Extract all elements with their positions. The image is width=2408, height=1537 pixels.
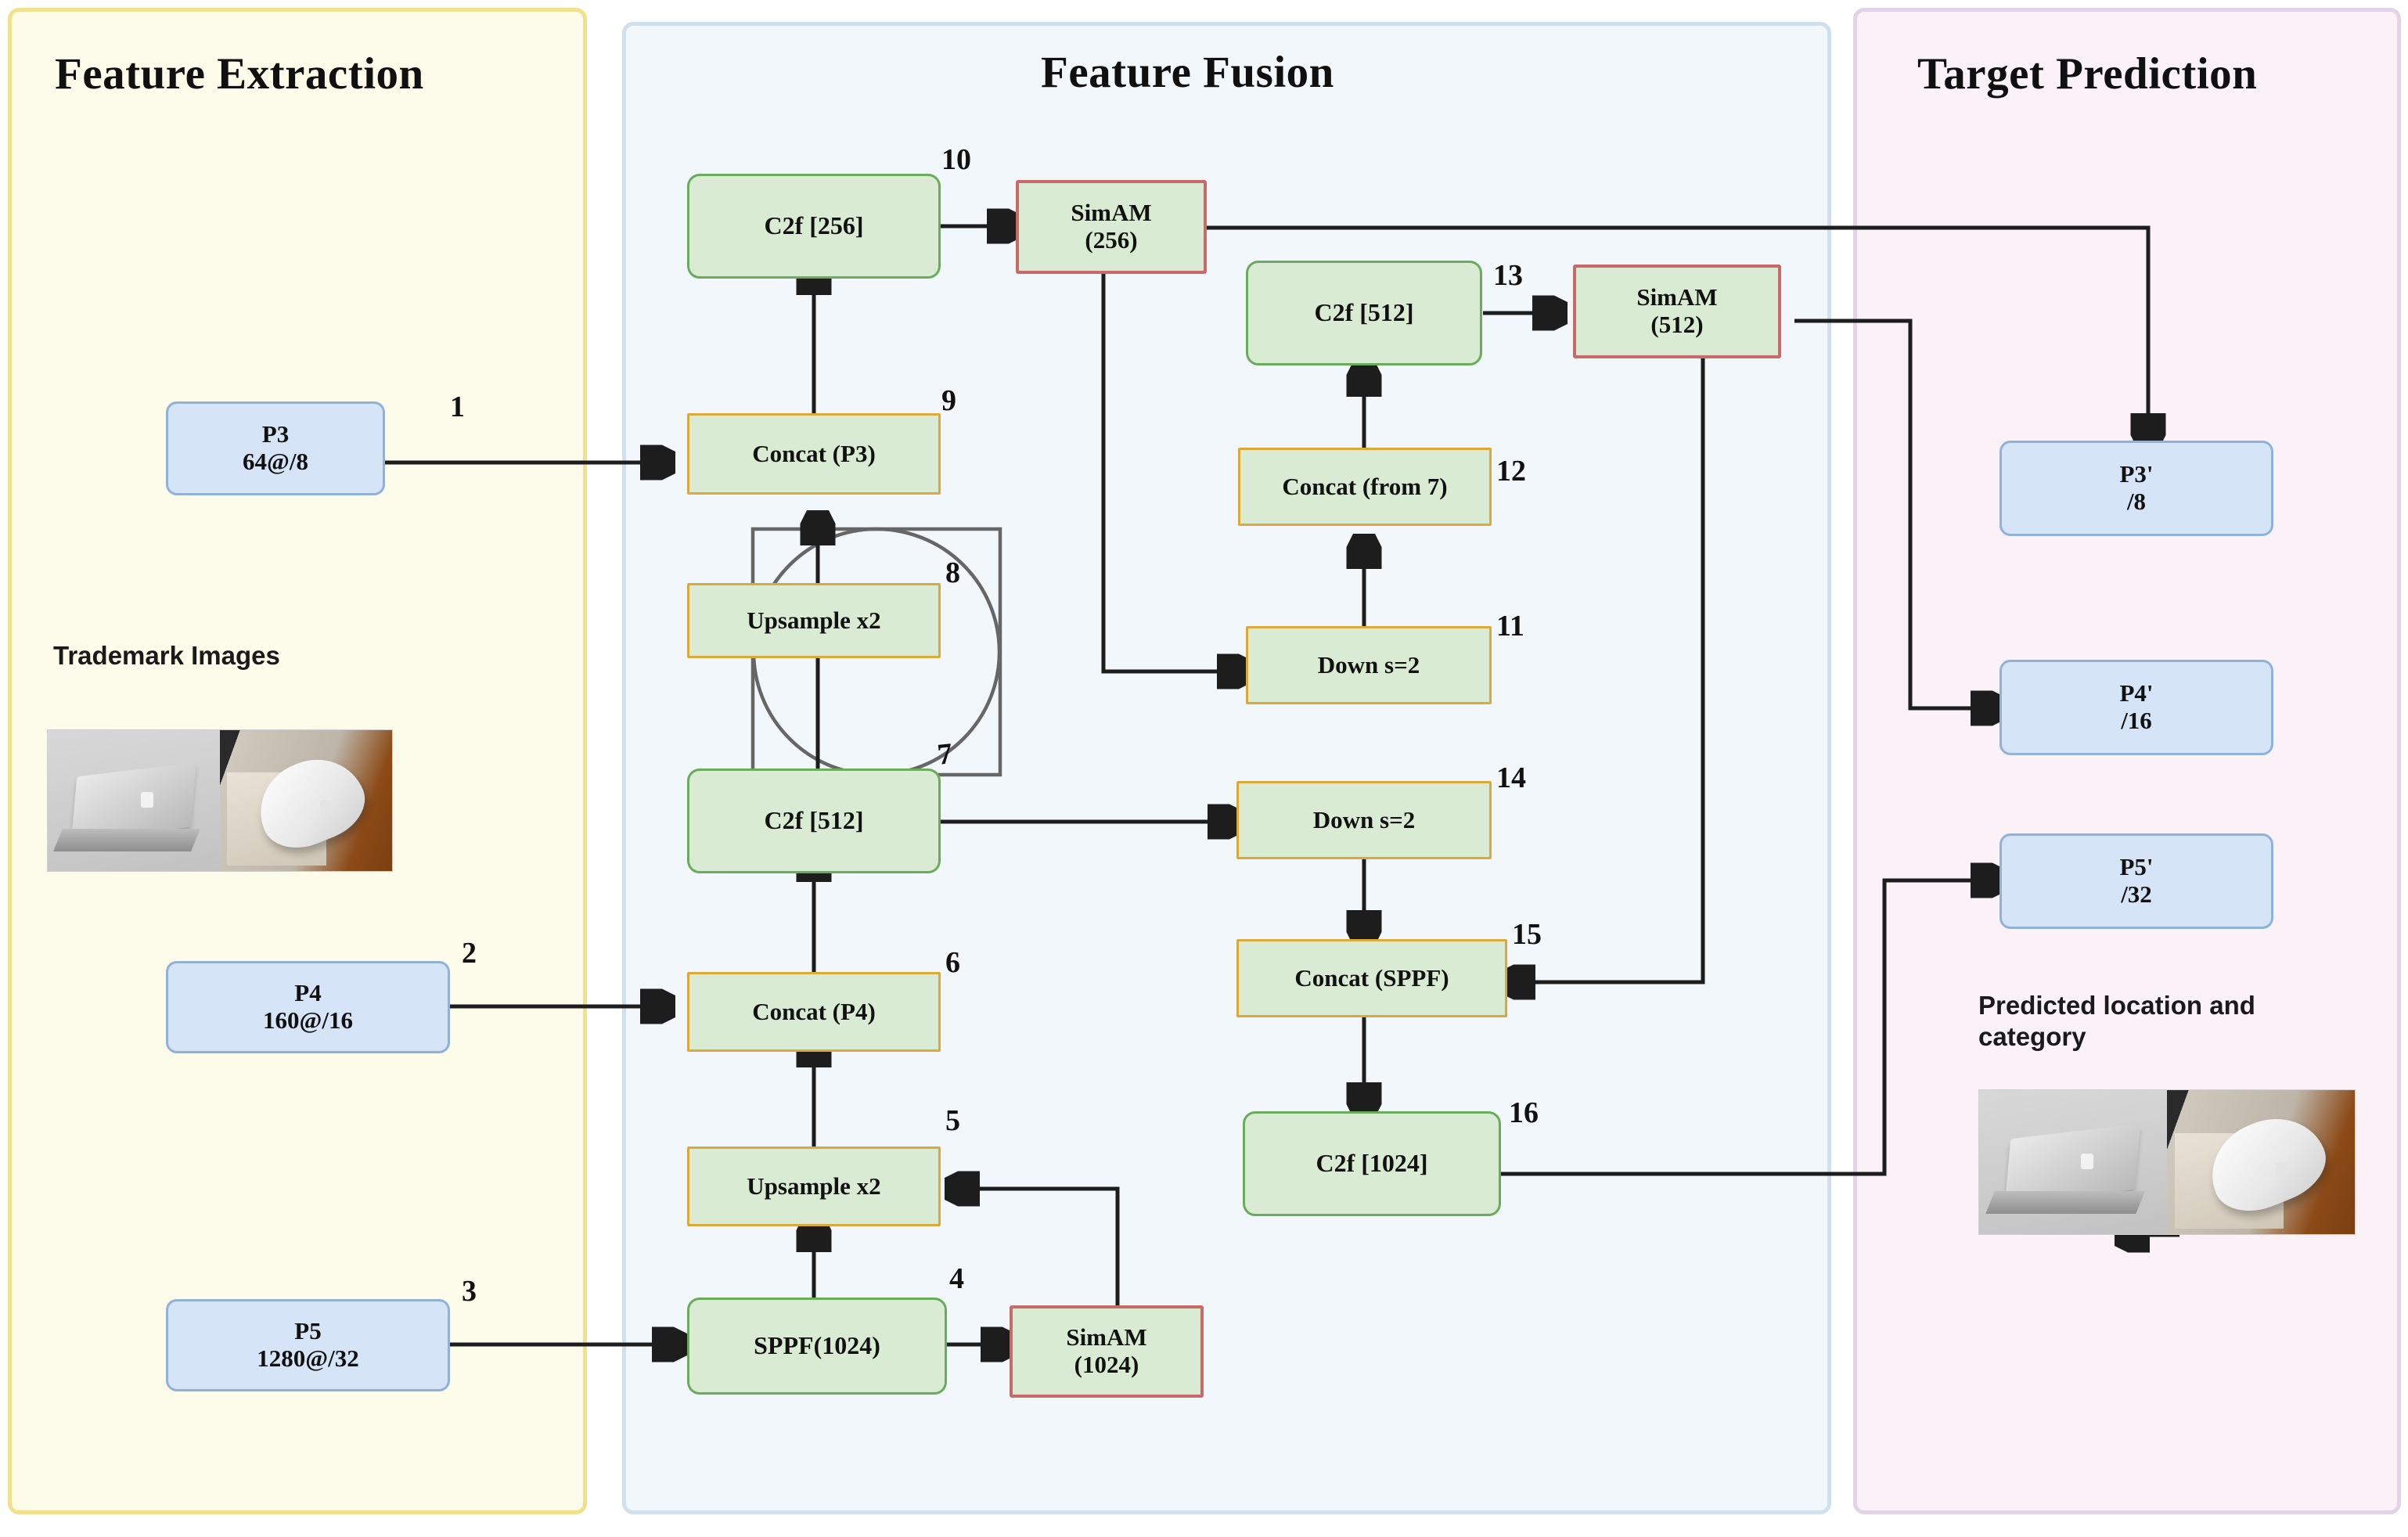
node-concat-p3-label: Concat (P3) bbox=[752, 439, 876, 467]
predicted-image-mouse bbox=[2167, 1090, 2355, 1234]
index-label-3: 3 bbox=[462, 1275, 477, 1308]
node-p4-line2: 160@/16 bbox=[263, 1006, 353, 1034]
node-c2f-256-label: C2f [256] bbox=[764, 211, 864, 240]
index-label-5: 5 bbox=[945, 1104, 960, 1137]
node-concat-from-7-label: Concat (from 7) bbox=[1282, 472, 1448, 500]
index-label-8: 8 bbox=[945, 556, 960, 589]
node-p5-line2: 1280@/32 bbox=[257, 1344, 359, 1372]
node-p4-prime-line1: P4' bbox=[2119, 679, 2154, 707]
node-c2f-512-left-label: C2f [512] bbox=[764, 806, 864, 835]
node-c2f-256[interactable]: C2f [256] bbox=[687, 174, 941, 279]
node-upsample-top[interactable]: Upsample x2 bbox=[687, 583, 941, 658]
node-p3-prime-line2: /8 bbox=[2126, 488, 2147, 515]
node-p5-prime-line1: P5' bbox=[2119, 853, 2154, 881]
node-simam-256-line1: SimAM bbox=[1071, 199, 1152, 227]
node-simam-1024[interactable]: SimAM (1024) bbox=[1010, 1305, 1204, 1398]
wire-simam256-to-down11 bbox=[1101, 270, 1246, 671]
wire-loop-rect bbox=[750, 527, 1002, 777]
panel-target-prediction bbox=[1853, 8, 2401, 1514]
node-c2f-512-right-label: C2f [512] bbox=[1314, 298, 1414, 327]
index-label-2: 2 bbox=[462, 937, 477, 970]
caption-predicted-location-and-category: Predicted location and category bbox=[1978, 991, 2255, 1052]
node-p3-prime-line1: P3' bbox=[2119, 460, 2154, 488]
node-concat-p3[interactable]: Concat (P3) bbox=[687, 413, 941, 495]
node-p3-line2: 64@/8 bbox=[243, 448, 308, 475]
node-p5-line1: P5 bbox=[294, 1317, 322, 1345]
node-c2f-512-left[interactable]: C2f [512] bbox=[687, 768, 941, 873]
node-p4-prime[interactable]: P4' /16 bbox=[1999, 660, 2273, 755]
node-simam-512-line2: (512) bbox=[1650, 311, 1704, 338]
wire-simam256-to-p3prime bbox=[1207, 225, 2148, 442]
node-sppf-1024-label: SPPF(1024) bbox=[754, 1331, 880, 1360]
node-simam-256-line2: (256) bbox=[1085, 226, 1138, 254]
node-simam-1024-line2: (1024) bbox=[1074, 1351, 1139, 1378]
panel-title-feature-extraction: Feature Extraction bbox=[55, 49, 424, 99]
node-p4-line1: P4 bbox=[294, 979, 322, 1007]
caption-trademark-images: Trademark Images bbox=[53, 641, 280, 670]
index-label-12: 12 bbox=[1496, 455, 1526, 488]
panel-title-feature-fusion: Feature Fusion bbox=[1041, 48, 1334, 97]
trademark-image-laptop bbox=[48, 730, 220, 871]
wire-simam1024-to-upsample-bottom bbox=[951, 1189, 1120, 1308]
node-simam-512[interactable]: SimAM (512) bbox=[1573, 265, 1781, 358]
index-label-4: 4 bbox=[949, 1262, 964, 1295]
node-sppf-1024[interactable]: SPPF(1024) bbox=[687, 1298, 947, 1395]
node-concat-p4-label: Concat (P4) bbox=[752, 997, 876, 1025]
index-label-15: 15 bbox=[1512, 918, 1542, 951]
node-p5-prime[interactable]: P5' /32 bbox=[1999, 833, 2273, 929]
node-concat-sppf-label: Concat (SPPF) bbox=[1294, 963, 1449, 992]
index-label-13: 13 bbox=[1493, 259, 1523, 292]
trademark-images-strip bbox=[47, 729, 393, 872]
wire-simam512-to-p4prime bbox=[1794, 319, 1999, 708]
panel-title-target-prediction: Target Prediction bbox=[1917, 49, 2258, 99]
node-p4-prime-line2: /16 bbox=[2121, 707, 2152, 734]
node-p3-prime[interactable]: P3' /8 bbox=[1999, 441, 2273, 536]
node-simam-1024-line1: SimAM bbox=[1066, 1323, 1147, 1352]
wire-simam512-to-concat15 bbox=[1506, 356, 1705, 982]
index-label-9: 9 bbox=[941, 384, 956, 417]
node-concat-from-7[interactable]: Concat (from 7) bbox=[1238, 448, 1492, 526]
index-label-11: 11 bbox=[1496, 610, 1524, 643]
node-upsample-bottom-label: Upsample x2 bbox=[747, 1172, 881, 1200]
node-p3-line1: P3 bbox=[261, 420, 290, 448]
node-simam-256[interactable]: SimAM (256) bbox=[1016, 180, 1207, 274]
index-label-16: 16 bbox=[1509, 1096, 1539, 1129]
node-simam-512-line1: SimAM bbox=[1636, 283, 1718, 311]
node-concat-sppf[interactable]: Concat (SPPF) bbox=[1236, 939, 1507, 1017]
node-p3[interactable]: P3 64@/8 bbox=[166, 401, 385, 495]
node-concat-p4[interactable]: Concat (P4) bbox=[687, 972, 941, 1052]
wire-c2f1024-to-p5prime bbox=[1495, 880, 1999, 1176]
node-upsample-bottom[interactable]: Upsample x2 bbox=[687, 1146, 941, 1226]
predicted-image-laptop bbox=[1979, 1090, 2167, 1234]
node-c2f-1024[interactable]: C2f [1024] bbox=[1243, 1111, 1501, 1216]
node-down-s2-14-label: Down s=2 bbox=[1312, 805, 1416, 833]
node-c2f-512-right[interactable]: C2f [512] bbox=[1246, 261, 1482, 365]
index-label-1: 1 bbox=[450, 391, 465, 423]
node-upsample-top-label: Upsample x2 bbox=[747, 606, 881, 634]
node-p5[interactable]: P5 1280@/32 bbox=[166, 1299, 450, 1391]
index-label-10: 10 bbox=[941, 143, 971, 176]
index-label-14: 14 bbox=[1496, 761, 1526, 794]
trademark-image-mouse bbox=[220, 730, 392, 871]
predicted-images-strip bbox=[1978, 1089, 2356, 1235]
node-p4[interactable]: P4 160@/16 bbox=[166, 961, 450, 1053]
node-down-s2-14[interactable]: Down s=2 bbox=[1236, 781, 1492, 859]
node-down-s2-11-label: Down s=2 bbox=[1317, 650, 1420, 679]
node-c2f-1024-label: C2f [1024] bbox=[1316, 1149, 1428, 1178]
index-label-6: 6 bbox=[945, 946, 960, 979]
node-p5-prime-line2: /32 bbox=[2121, 880, 2152, 908]
node-down-s2-11[interactable]: Down s=2 bbox=[1246, 626, 1492, 704]
